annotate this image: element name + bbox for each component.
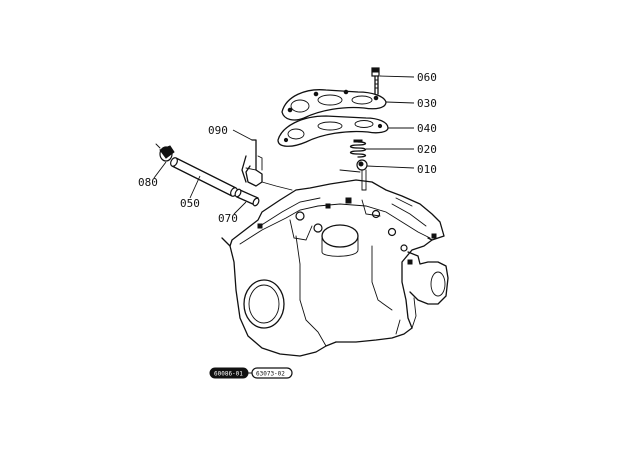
ball-010 [356, 159, 368, 191]
callout-050: 050 [180, 197, 200, 210]
shift-fork-090 [241, 139, 293, 191]
transmission-case [221, 169, 449, 357]
leader-lines [153, 75, 415, 215]
spring-020 [349, 139, 367, 158]
callout-070: 070 [218, 212, 238, 225]
callout-030: 030 [417, 97, 437, 110]
bolt-060 [371, 67, 380, 95]
code-left: 60086-01 [214, 371, 243, 378]
pin-070 [234, 188, 260, 207]
gasket-040 [277, 115, 389, 147]
code-right: 63073-02 [256, 371, 285, 378]
shaft-050 [170, 157, 238, 197]
callout-labels: 060 030 040 020 010 090 080 050 070 [138, 71, 437, 225]
callout-080: 080 [138, 176, 158, 189]
callout-010: 010 [417, 163, 437, 176]
reference-codes: 60086-01 63073-02 [209, 367, 293, 379]
callout-040: 040 [417, 122, 437, 135]
callout-060: 060 [417, 71, 437, 84]
callout-020: 020 [417, 143, 437, 156]
cover-030 [281, 89, 387, 121]
callout-090: 090 [208, 124, 228, 137]
collar-080 [155, 143, 175, 162]
